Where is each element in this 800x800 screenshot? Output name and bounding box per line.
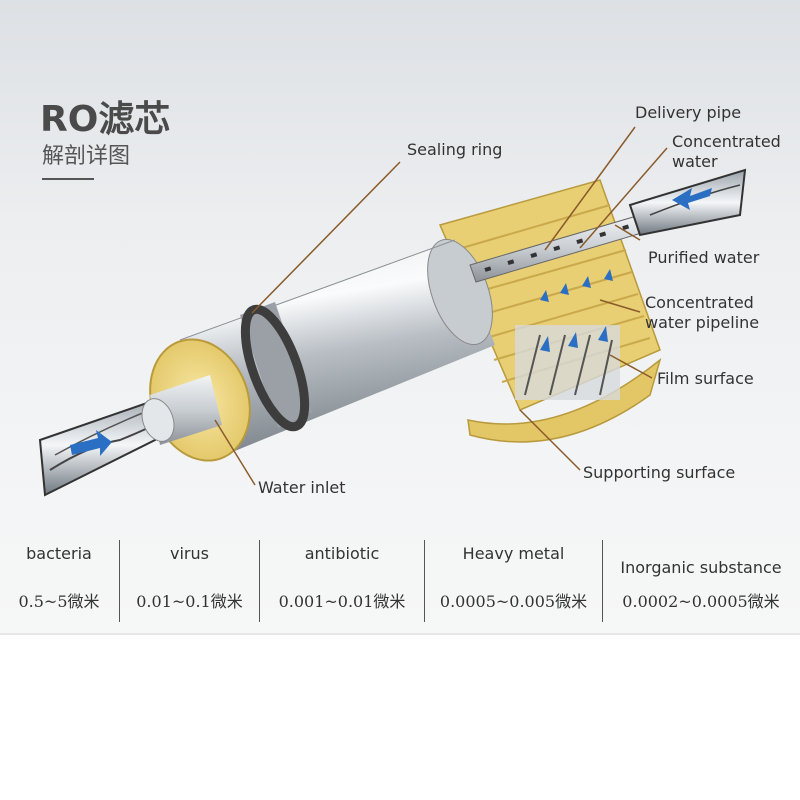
column-name: bacteria	[26, 544, 92, 563]
leader-delivery-pipe	[544, 126, 636, 251]
column-name: antibiotic	[304, 544, 380, 563]
title-underline	[42, 178, 94, 180]
table-column-inorganic-substance: Inorganic substance 0.0002~0.0005微米	[604, 530, 798, 630]
label-delivery-pipe: Delivery pipe	[635, 103, 742, 122]
column-divider	[602, 540, 603, 622]
sealing-ring	[240, 302, 312, 432]
label-sealing-ring: Sealing ring	[407, 140, 503, 159]
column-divider	[119, 540, 120, 622]
table-column-heavy-metal: Heavy metal 0.0005~0.005微米	[426, 530, 601, 630]
leader-sealing-ring	[251, 161, 401, 314]
column-value: 0.001~0.01微米	[278, 592, 406, 611]
column-name: Inorganic substance	[620, 558, 782, 577]
column-divider	[259, 540, 260, 622]
page-title: RO滤芯	[40, 99, 171, 140]
column-divider	[424, 540, 425, 622]
filtration-size-table: bacteria 0.5~5微米 virus 0.01~0.1微米 antibi…	[0, 530, 800, 635]
column-value: 0.5~5微米	[18, 592, 100, 611]
label-supporting-surface: Supporting surface	[583, 463, 736, 482]
leader-supporting-surface	[519, 409, 581, 471]
inlet-arrow-icon	[70, 430, 112, 456]
column-value: 0.0005~0.005微米	[439, 592, 588, 611]
leader-concentrated-pipeline	[599, 299, 641, 313]
label-purified-water: Purified water	[648, 248, 760, 267]
leader-water-inlet	[214, 419, 256, 486]
permeate-arrows-icon	[540, 269, 613, 302]
label-concentrated-water-pipeline: Concentrated water pipeline	[645, 293, 760, 332]
leader-film-surface	[609, 354, 653, 379]
flow-arrows	[70, 188, 712, 456]
table-column-antibiotic: antibiotic 0.001~0.01微米	[261, 530, 423, 630]
column-name: Heavy metal	[462, 544, 565, 563]
column-value: 0.01~0.1微米	[136, 592, 243, 611]
membrane-arrows-icon	[540, 326, 608, 352]
page-subtitle: 解剖详图	[42, 144, 131, 169]
label-concentrated-water: Concentrated water	[672, 132, 781, 171]
column-name: virus	[170, 544, 209, 563]
table-column-bacteria: bacteria 0.5~5微米	[0, 530, 118, 630]
outlet-arrow-icon	[672, 188, 712, 210]
leader-lines	[214, 126, 668, 486]
leader-purified-water	[614, 224, 641, 241]
label-water-inlet: Water inlet	[258, 478, 346, 497]
front-end-cap	[141, 338, 251, 462]
ro-filter-illustration	[38, 126, 747, 497]
leader-concentrated-water	[579, 147, 668, 249]
bottom-divider	[0, 633, 800, 635]
label-film-surface: Film surface	[657, 369, 754, 388]
table-column-virus: virus 0.01~0.1微米	[121, 530, 258, 630]
column-value: 0.0002~0.0005微米	[622, 592, 780, 611]
